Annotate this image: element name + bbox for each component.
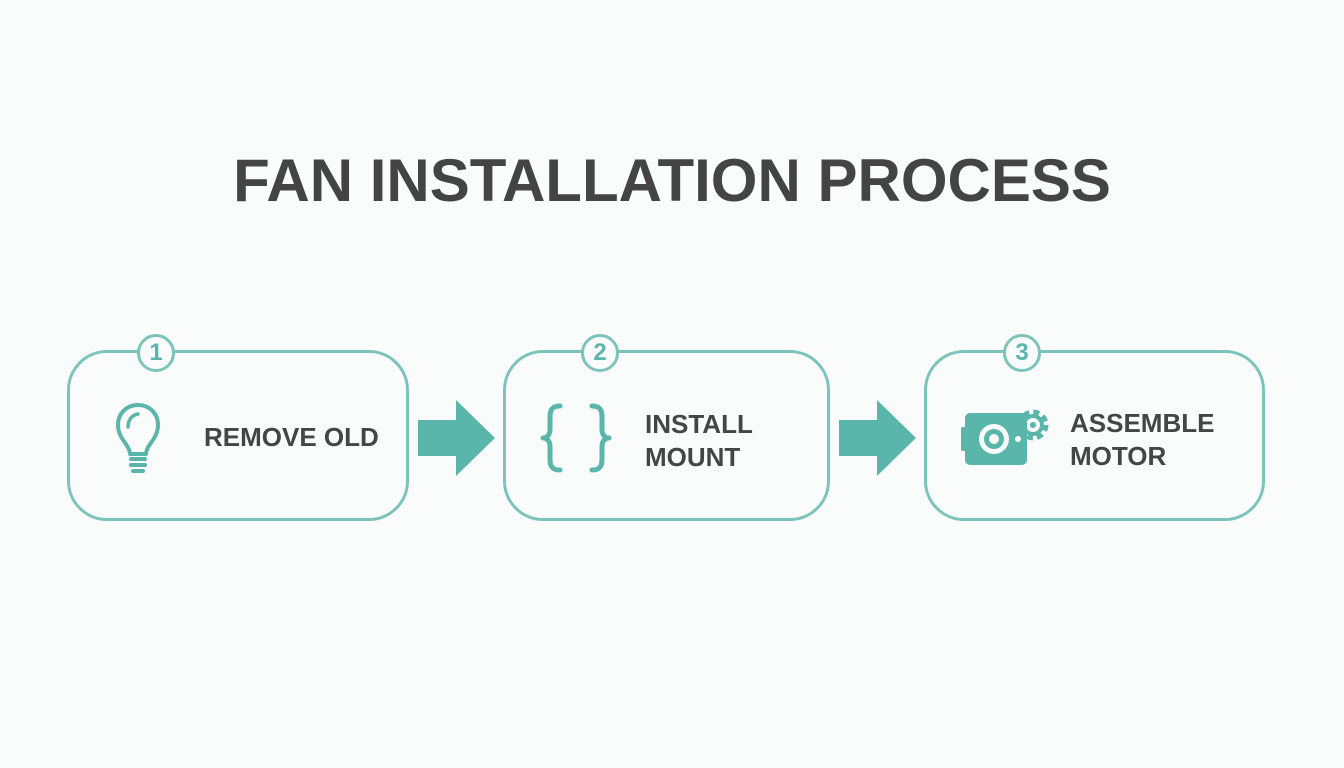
step-label: REMOVE OLD	[204, 421, 379, 454]
step-card-install-mount: 2 INSTALL MOUNT	[503, 334, 830, 521]
braces-icon	[540, 403, 612, 473]
diagram-title: FAN INSTALLATION PROCESS	[233, 147, 1111, 214]
step-number-badge: 3	[1003, 334, 1041, 372]
step-number-badge: 1	[137, 334, 175, 372]
step-label-line: ASSEMBLE	[1070, 408, 1215, 438]
step-label: ASSEMBLE MOTOR	[1070, 407, 1214, 473]
motor-gear-icon	[961, 409, 1049, 465]
step-number-badge: 2	[581, 334, 619, 372]
arrow-right-icon	[418, 400, 495, 476]
step-card-assemble-motor: 3 ASSEMBLE MOTOR	[924, 334, 1265, 521]
step-card-remove-old: 1 REMOVE OLD	[67, 334, 409, 521]
step-label: INSTALL MOUNT	[645, 408, 753, 474]
step-label-line: REMOVE OLD	[204, 422, 379, 452]
step-label-line: INSTALL	[645, 409, 753, 439]
step-label-line: MOUNT	[645, 442, 741, 472]
step-label-line: MOTOR	[1070, 441, 1167, 471]
lightbulb-icon	[116, 403, 160, 473]
arrow-right-icon	[839, 400, 916, 476]
